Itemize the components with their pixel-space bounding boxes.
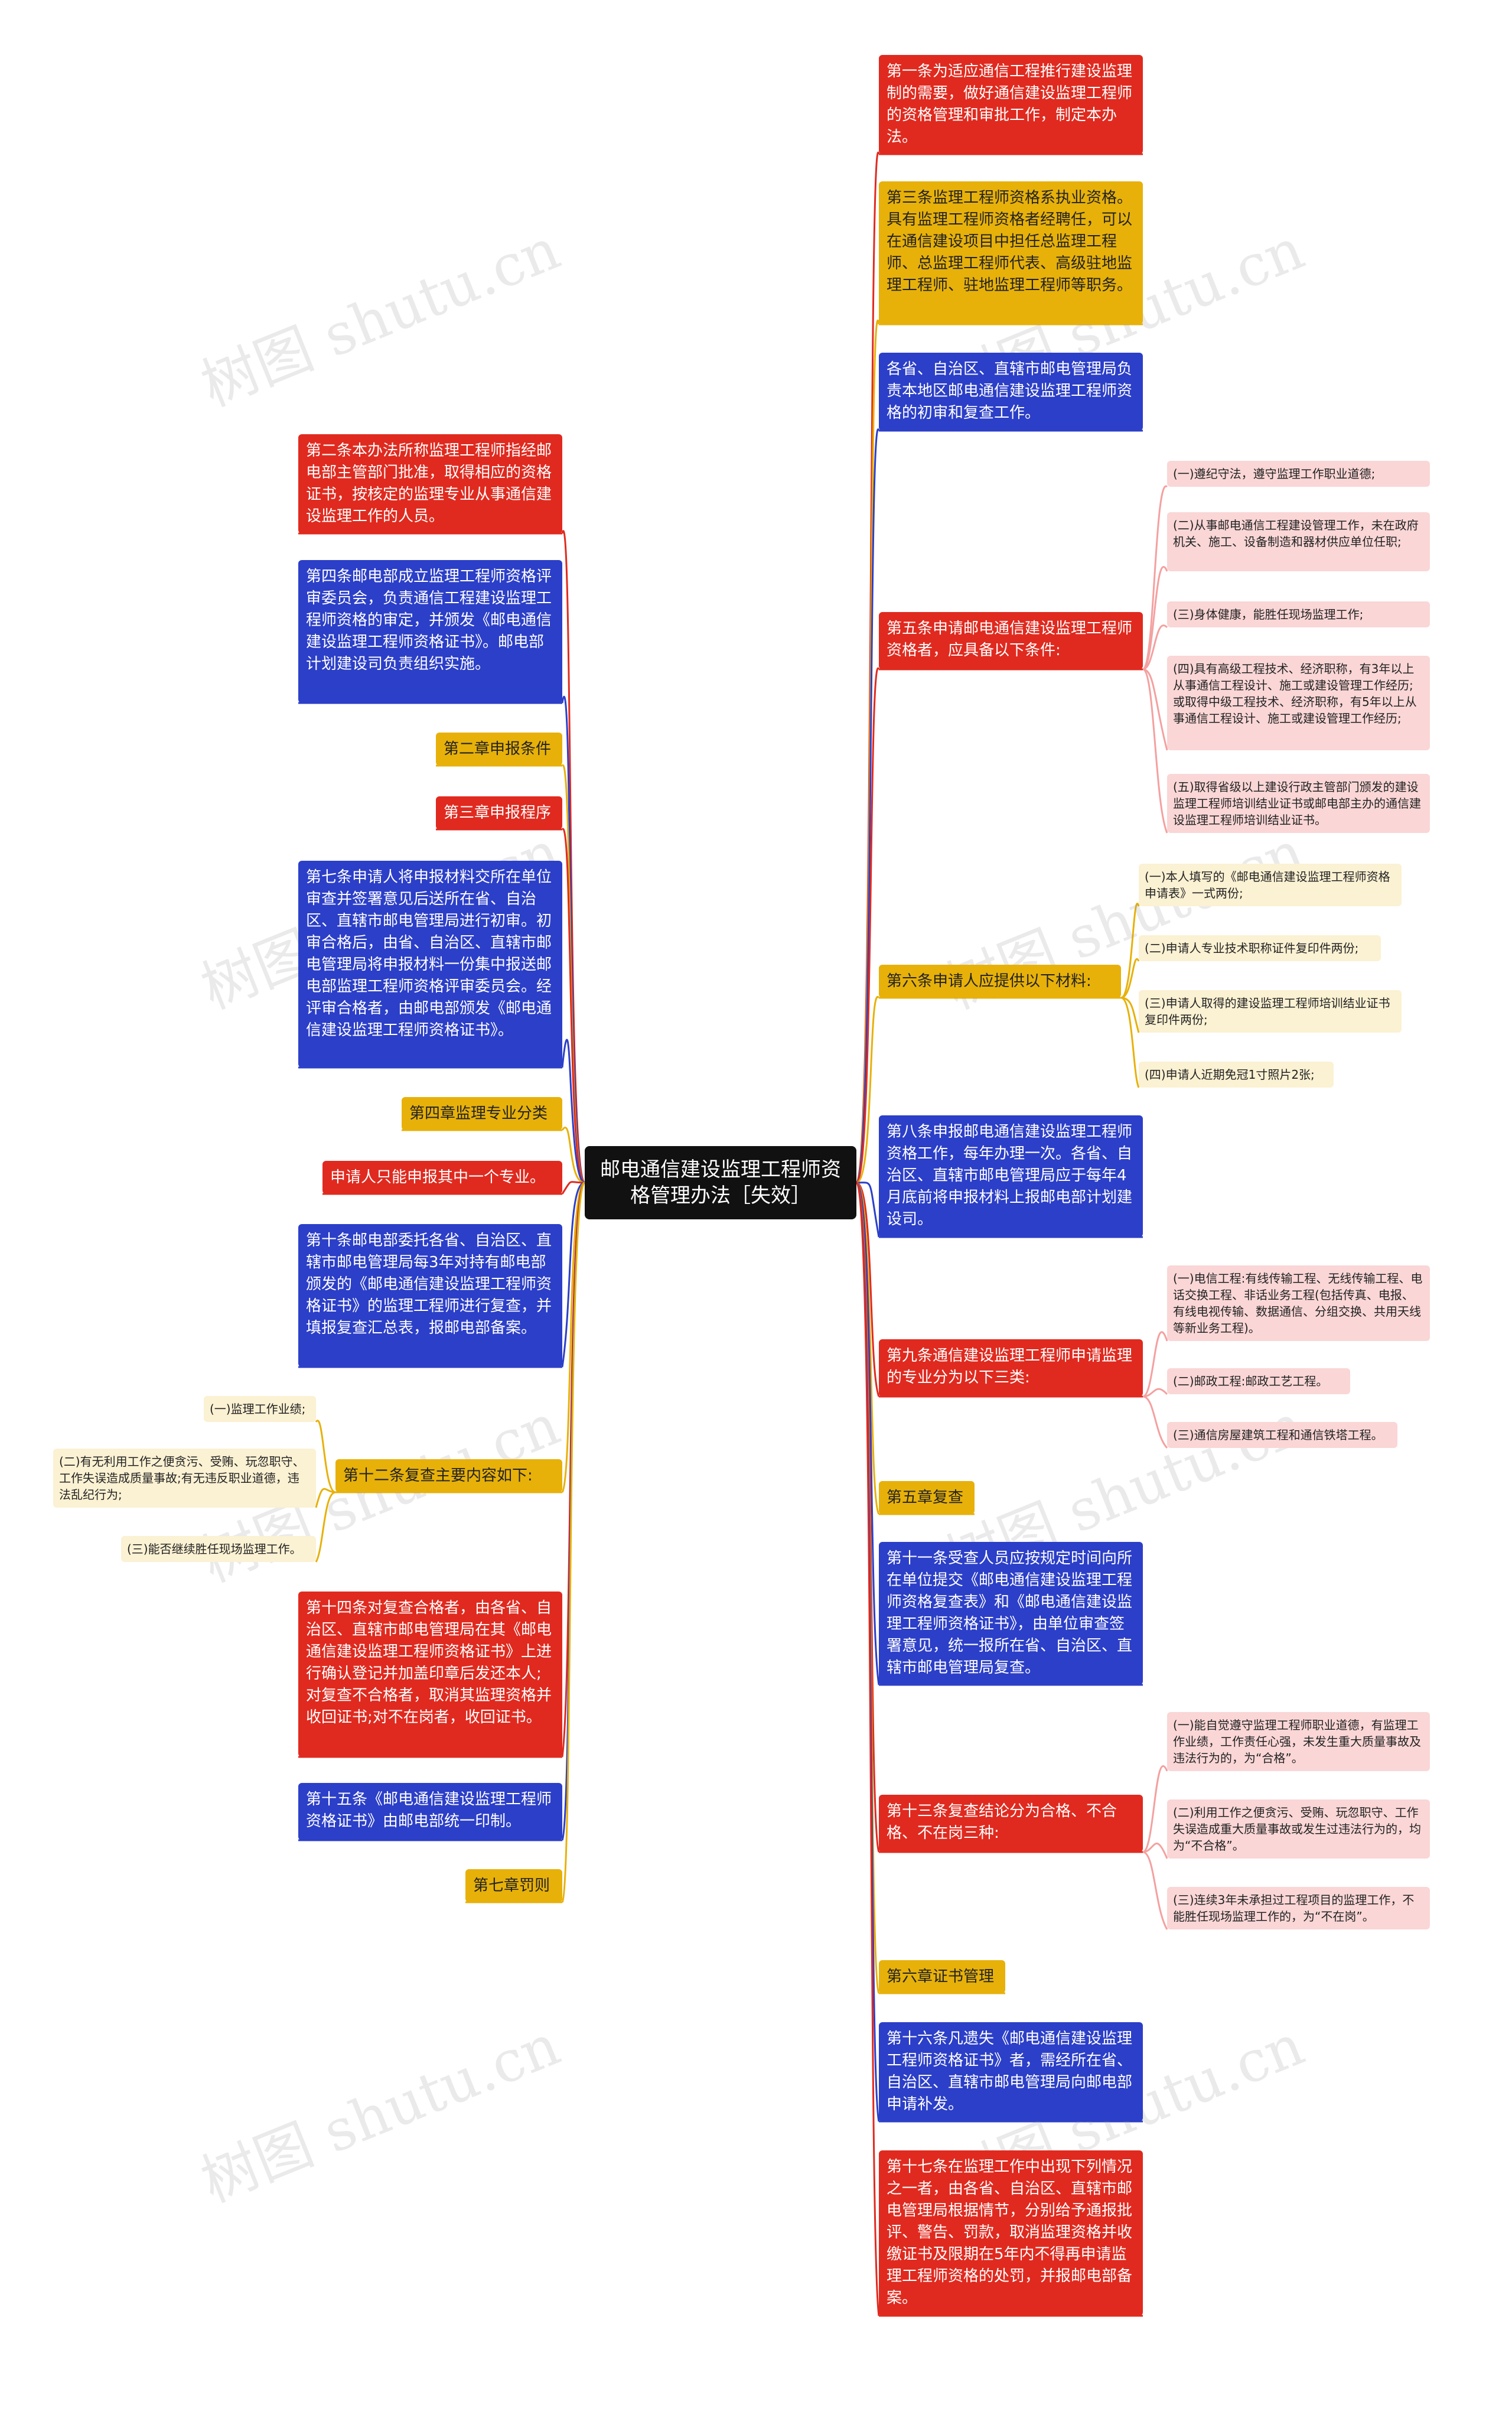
left-topic-6[interactable]: 第四章监理专业分类 bbox=[402, 1097, 562, 1130]
right-sub-6-3[interactable]: (三)申请人取得的建设监理工程师培训结业证书复印件两份; bbox=[1139, 990, 1402, 1033]
connector-line bbox=[1142, 485, 1168, 671]
right-sub-13-1[interactable]: (一)能自觉遵守监理工程师职业道德，有监理工作业绩，工作责任心强，未发生重大质量… bbox=[1167, 1712, 1430, 1771]
connector-line bbox=[1120, 903, 1140, 999]
connector-line bbox=[315, 1491, 336, 1563]
connector-line bbox=[561, 1039, 585, 1184]
connector-line bbox=[855, 667, 880, 1184]
connector-line bbox=[315, 1488, 336, 1508]
connector-line bbox=[315, 1420, 336, 1493]
right-sub-5-2[interactable]: (二)从事邮电通信工程建设管理工作，未在政府机关、施工、设备制造和器材供应单位任… bbox=[1167, 512, 1430, 571]
connector-line bbox=[1142, 1765, 1168, 1853]
connector-line bbox=[561, 1182, 586, 1903]
right-topic-5[interactable]: 第六条申请人应提供以下材料: bbox=[879, 965, 1121, 998]
connector-line bbox=[856, 1182, 880, 1397]
connector-line bbox=[856, 995, 880, 1184]
left-topic-8[interactable]: 第十条邮电部委托各省、自治区、直辖市邮电管理局每3年对持有邮电部颁发的《邮电通信… bbox=[298, 1224, 562, 1367]
right-sub-9-1[interactable]: (一)电信工程:有线传输工程、无线传输工程、电话交换工程、非话业务工程(包括传真… bbox=[1167, 1265, 1430, 1341]
right-sub-5-5[interactable]: (五)取得省级以上建设行政主管部门颁发的建设监理工程师培训结业证书或邮电部主办的… bbox=[1167, 774, 1430, 833]
right-sub-6-2[interactable]: (二)申请人专业技术职称证件复印件两份; bbox=[1139, 935, 1381, 961]
connector-line bbox=[561, 828, 586, 1184]
left-sub-12-1[interactable]: (一)监理工作业绩; bbox=[204, 1396, 316, 1422]
connector-line bbox=[1142, 1843, 1168, 1859]
right-topic-11[interactable]: 第六章证书管理 bbox=[879, 1960, 1005, 1993]
left-topic-7[interactable]: 申请人只能申报其中一个专业。 bbox=[322, 1161, 562, 1194]
right-sub-5-1[interactable]: (一)遵纪守法，遵守监理工作职业道德; bbox=[1167, 461, 1430, 487]
connector-line bbox=[1120, 958, 1140, 999]
left-sub-12-3[interactable]: (三)能否继续胜任现场监理工作。 bbox=[121, 1536, 316, 1562]
connector-line bbox=[1120, 997, 1140, 1033]
left-topic-5[interactable]: 第七条申请人将申报材料交所在单位审查并签署意见后送所在省、自治区、直辖市邮电管理… bbox=[298, 861, 562, 1068]
right-topic-9[interactable]: 第十一条受查人员应按规定时间向所在单位提交《邮电通信建设监理工程师资格复查表》和… bbox=[879, 1542, 1143, 1685]
right-sub-9-2[interactable]: (二)邮政工程:邮政工艺工程。 bbox=[1167, 1368, 1350, 1394]
right-topic-1[interactable]: 第一条为适应通信工程推行建设监理制的需要，做好通信建设监理工程师的资格管理和审批… bbox=[879, 55, 1143, 154]
left-topic-12[interactable]: 第七章罚则 bbox=[465, 1869, 562, 1902]
right-sub-13-3[interactable]: (三)连续3年未承担过工程项目的监理工作，不能胜任现场监理工作的，为“不在岗”。 bbox=[1167, 1887, 1430, 1929]
left-topic-2[interactable]: 第四条邮电部成立监理工程师资格评审委员会，负责通信工程建设监理工程师资格的审定，… bbox=[298, 560, 562, 703]
connector-line bbox=[1142, 668, 1168, 751]
connector-line bbox=[1142, 1388, 1168, 1398]
connector-line bbox=[561, 1182, 585, 1368]
connector-line bbox=[1142, 668, 1168, 834]
right-topic-6[interactable]: 第八条申报邮电通信建设监理工程师资格工作，每年办理一次。各省、自治区、直辖市邮电… bbox=[879, 1115, 1143, 1237]
connector-line bbox=[1142, 566, 1168, 671]
left-topic-10[interactable]: 第十四条对复查合格者，由各省、自治区、直辖市邮电管理局在其《邮电通信建设监理工程… bbox=[298, 1592, 562, 1757]
connector-line bbox=[855, 1182, 880, 1685]
connector-line bbox=[561, 1127, 585, 1184]
connector-line bbox=[855, 1182, 880, 2316]
right-sub-6-1[interactable]: (一)本人填写的《邮电通信建设监理工程师资格申请表》一式两份; bbox=[1139, 864, 1402, 906]
connector-line bbox=[1142, 1395, 1168, 1449]
right-topic-10[interactable]: 第十三条复查结论分为合格、不合格、不在岗三种: bbox=[879, 1795, 1143, 1852]
right-topic-3[interactable]: 各省、自治区、直辖市邮电管理局负责本地区邮电通信建设监理工程师资格的初审和复查工… bbox=[879, 353, 1143, 431]
connector-line bbox=[561, 1182, 585, 1493]
right-topic-8[interactable]: 第五章复查 bbox=[879, 1481, 975, 1514]
connector-line bbox=[561, 1181, 585, 1195]
connector-line bbox=[1142, 1331, 1168, 1398]
left-topic-4[interactable]: 第三章申报程序 bbox=[436, 796, 562, 829]
right-topic-12[interactable]: 第十六条凡遗失《邮电通信建设监理工程师资格证书》者，需经所在省、自治区、直辖市邮… bbox=[879, 2022, 1143, 2121]
right-topic-13[interactable]: 第十七条在监理工作中出现下列情况之一者，由各省、自治区、直辖市邮电管理局根据情节… bbox=[879, 2150, 1143, 2316]
right-sub-6-4[interactable]: (四)申请人近期免冠1寸照片2张; bbox=[1139, 1062, 1334, 1088]
connector-line bbox=[1142, 1851, 1168, 1930]
right-sub-5-4[interactable]: (四)具有高级工程技术、经济职称，有3年以上从事通信工程设计、施工或建设管理工作… bbox=[1167, 656, 1430, 750]
right-sub-5-3[interactable]: (三)身体健康，能胜任现场监理工作; bbox=[1167, 601, 1430, 627]
right-topic-2[interactable]: 第三条监理工程师资格系执业资格。具有监理工程师资格者经聘任，可以在通信建设项目中… bbox=[879, 181, 1143, 324]
right-topic-7[interactable]: 第九条通信建设监理工程师申请监理的专业分为以下三类: bbox=[879, 1339, 1143, 1397]
connector-line bbox=[855, 428, 880, 1184]
left-sub-12-2[interactable]: (二)有无利用工作之便贪污、受贿、玩忽职守、工作失误造成质量事故;有无违反职业道… bbox=[53, 1449, 316, 1508]
left-topic-9[interactable]: 第十二条复查主要内容如下: bbox=[335, 1459, 562, 1492]
connector-line bbox=[1142, 624, 1168, 671]
connector-line bbox=[1120, 997, 1140, 1088]
right-topic-4[interactable]: 第五条申请邮电通信建设监理工程师资格者，应具备以下条件: bbox=[879, 612, 1143, 669]
left-topic-3[interactable]: 第二章申报条件 bbox=[436, 733, 562, 766]
left-topic-11[interactable]: 第十五条《邮电通信建设监理工程师资格证书》由邮电部统一印制。 bbox=[298, 1783, 562, 1840]
right-sub-13-2[interactable]: (二)利用工作之便贪污、受贿、玩忽职守、工作失误造成重大质量事故或发生过违法行为… bbox=[1167, 1799, 1430, 1859]
right-sub-9-3[interactable]: (三)通信房屋建筑工程和通信铁塔工程。 bbox=[1167, 1422, 1397, 1448]
root-topic[interactable]: 邮电通信建设监理工程师资格管理办法［失效］ bbox=[585, 1146, 856, 1219]
connector-line bbox=[561, 1182, 586, 1841]
left-topic-1[interactable]: 第二条本办法所称监理工程师指经邮电部主管部门批准，取得相应的资格证书，按核定的监… bbox=[298, 434, 562, 533]
connector-line bbox=[856, 1182, 880, 1238]
